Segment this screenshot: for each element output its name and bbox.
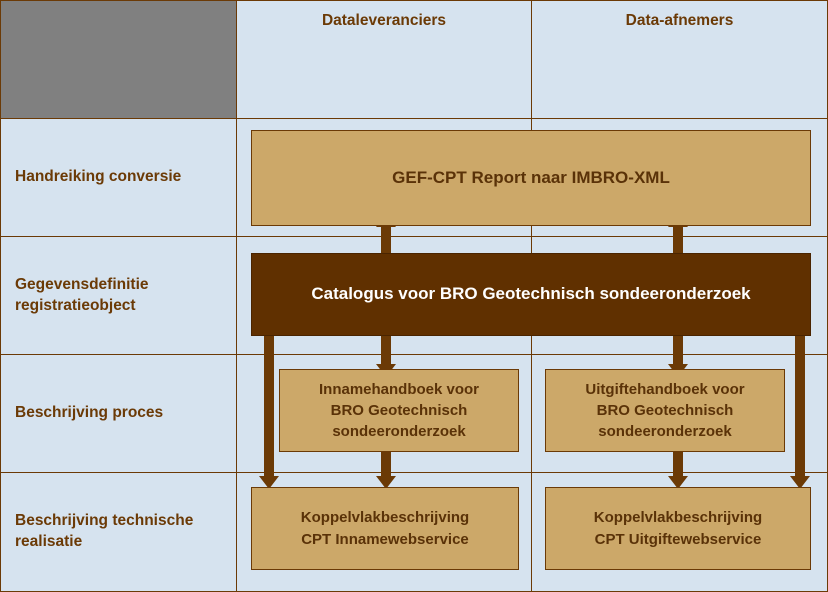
- connector-catalogus-to-gefcpt-left: [381, 226, 391, 254]
- node-gef-cpt-report[interactable]: GEF-CPT Report naar IMBRO-XML: [251, 130, 811, 226]
- grid-corner-cell: [0, 0, 237, 119]
- node-innamehandboek[interactable]: Innamehandboek voor BRO Geotechnisch son…: [279, 369, 519, 452]
- arrowhead-down-koppelvlak-inname: [376, 476, 396, 489]
- node-label-line3: sondeeronderzoek: [598, 423, 732, 441]
- node-label-line3: sondeeronderzoek: [332, 423, 466, 441]
- node-label-line2: BRO Geotechnisch: [596, 401, 734, 419]
- node-koppelvlakbeschrijving-cpt-innamewebservice[interactable]: Koppelvlakbeschrijving CPT Innamewebserv…: [251, 487, 519, 570]
- row-label-cell-technische-realisatie: [0, 472, 237, 592]
- connector-uitgiftehandboek-to-koppelvlak: [673, 450, 683, 480]
- node-catalogus-bro-geotechnisch-sondeeronderzoek[interactable]: Catalogus voor BRO Geotechnisch sondeero…: [251, 253, 811, 336]
- connector-catalogus-to-koppelvlak-uitgifte: [795, 335, 805, 479]
- row-label-cell-gegevensdefinitie: [0, 236, 237, 355]
- connector-catalogus-to-gefcpt-right: [673, 226, 683, 254]
- node-koppelvlakbeschrijving-cpt-uitgiftewebservice[interactable]: Koppelvlakbeschrijving CPT Uitgiftewebse…: [545, 487, 811, 570]
- row-label-cell-handreiking-conversie: [0, 118, 237, 237]
- connector-catalogus-to-uitgiftehandboek: [673, 335, 683, 367]
- node-label-line2: CPT Uitgiftewebservice: [594, 530, 762, 548]
- connector-catalogus-to-koppelvlak-inname: [264, 335, 274, 479]
- node-label: Koppelvlakbeschrijving CPT Uitgiftewebse…: [584, 507, 772, 550]
- node-label-line2: BRO Geotechnisch: [330, 401, 468, 419]
- node-uitgiftehandboek[interactable]: Uitgiftehandboek voor BRO Geotechnisch s…: [545, 369, 785, 452]
- node-label-line1: Koppelvlakbeschrijving: [300, 509, 470, 527]
- node-label: Innamehandboek voor BRO Geotechnisch son…: [309, 379, 489, 443]
- node-label: Koppelvlakbeschrijving CPT Innamewebserv…: [291, 507, 479, 550]
- node-label: Uitgiftehandboek voor BRO Geotechnisch s…: [575, 379, 754, 443]
- node-label-line1: Koppelvlakbeschrijving: [593, 509, 763, 527]
- node-label: GEF-CPT Report naar IMBRO-XML: [392, 167, 670, 187]
- column-header-cell-dataleveranciers: [236, 0, 532, 119]
- connector-innamehandboek-to-koppelvlak: [381, 450, 391, 480]
- node-label: Catalogus voor BRO Geotechnisch sondeero…: [311, 284, 751, 304]
- node-label-line1: Uitgiftehandboek voor: [585, 380, 745, 398]
- arrowhead-down-koppelvlak-uitgifte: [668, 476, 688, 489]
- node-label-line1: Innamehandboek voor: [318, 380, 480, 398]
- arrowhead-down-koppelvlak-uitgifte-bypass: [790, 476, 810, 489]
- column-header-cell-data-afnemers: [531, 0, 828, 119]
- arrowhead-down-koppelvlak-inname-bypass: [259, 476, 279, 489]
- connector-catalogus-to-innamehandboek: [381, 335, 391, 367]
- node-label-line2: CPT Innamewebservice: [301, 530, 469, 548]
- row-label-cell-beschrijving-proces: [0, 354, 237, 473]
